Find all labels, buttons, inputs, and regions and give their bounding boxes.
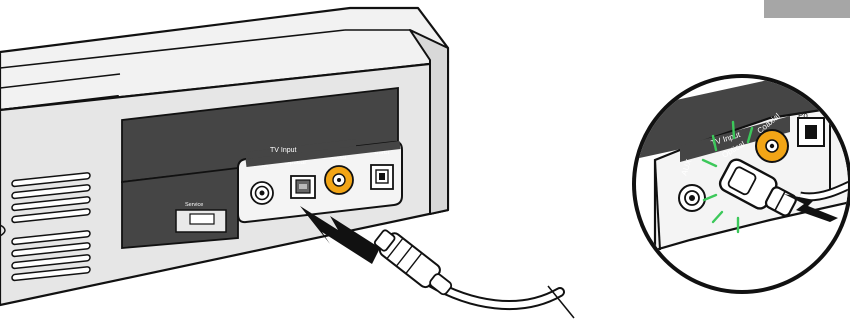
magnifier-circle: TV Input AUX Optical Coaxial Po: [630, 60, 850, 294]
optical-cable-icon: [371, 226, 574, 318]
console-unit: Service TV Input AUX Optical Coaxial Pow…: [0, 8, 448, 305]
label-service: Service: [185, 202, 203, 208]
label-tv-input: TV Input: [270, 147, 297, 154]
power-jack: [371, 165, 393, 189]
aux-jack: [251, 182, 273, 204]
coaxial-jack: [325, 166, 353, 194]
optical-jack: [291, 176, 315, 198]
